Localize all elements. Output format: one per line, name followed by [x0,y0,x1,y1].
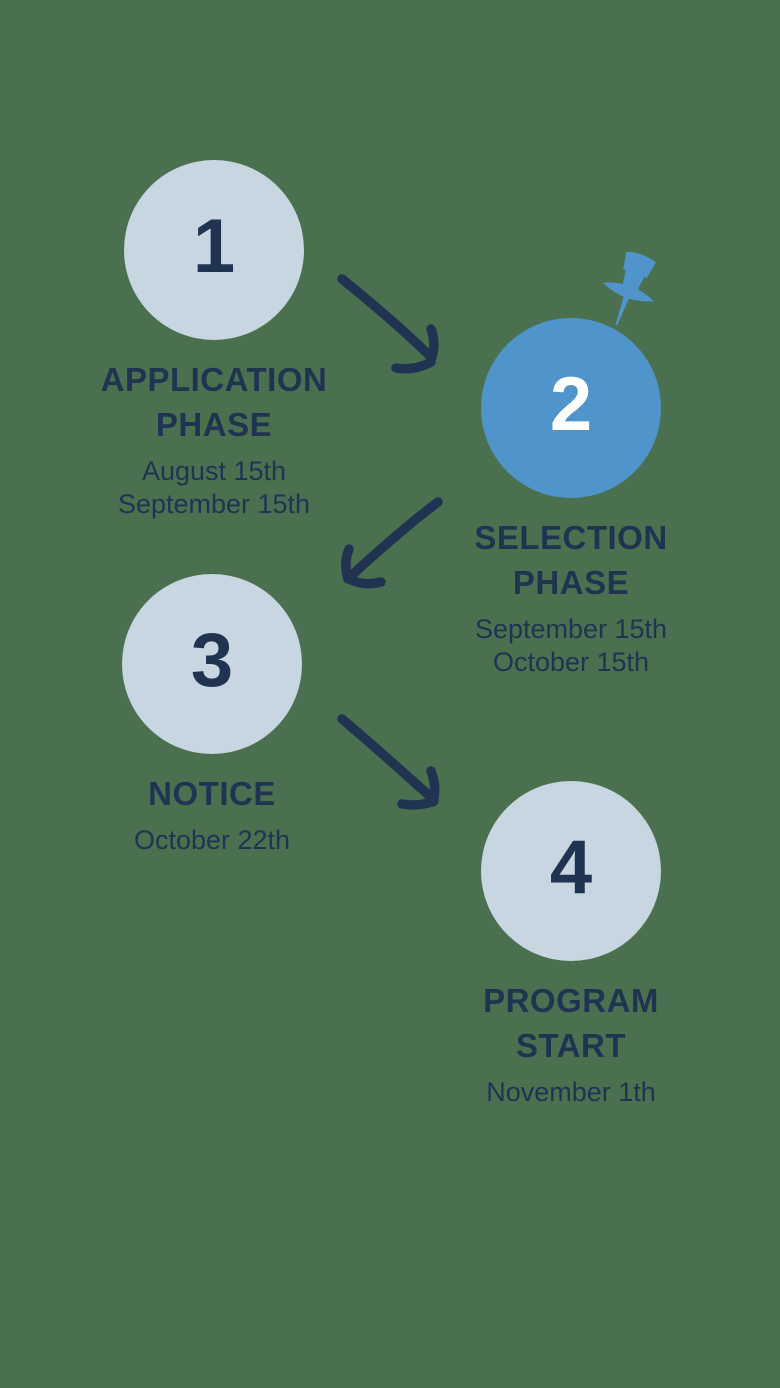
step-2-dates: September 15th October 15th [474,614,668,677]
timeline-step-1: 1 APPLICATION PHASE August 15th Septembe… [34,160,394,521]
timeline-step-3: 3 NOTICE October 22th [32,574,392,857]
step-4-number: 4 [549,825,593,910]
step-4-circle: 4 [481,781,661,961]
step-3-circle: 3 [122,574,302,754]
timeline-step-2: 2 SELECTION PHASE September 15th October… [391,252,751,679]
step-2-circle: 2 [481,318,661,498]
step-3-dates: October 22th [133,825,291,855]
step-3-title: NOTICE [148,775,276,812]
step-1-title: APPLICATION PHASE [100,361,328,443]
arrow-down-left-icon [341,497,443,589]
step-2-title: SELECTION PHASE [474,519,668,601]
step-4-title: PROGRAM START [483,982,659,1064]
step-1-circle: 1 [124,160,304,340]
arrow-down-right-icon [337,274,439,374]
step-3-number: 3 [190,618,234,703]
step-1-dates: August 15th September 15th [117,456,311,519]
step-2-number: 2 [549,362,593,447]
step-1-number: 1 [192,204,236,289]
arrow-down-right-icon [337,714,440,810]
timeline-step-4: 4 PROGRAM START November 1th [391,781,751,1109]
step-4-dates: November 1th [486,1077,656,1107]
pushpin-icon [602,252,657,326]
